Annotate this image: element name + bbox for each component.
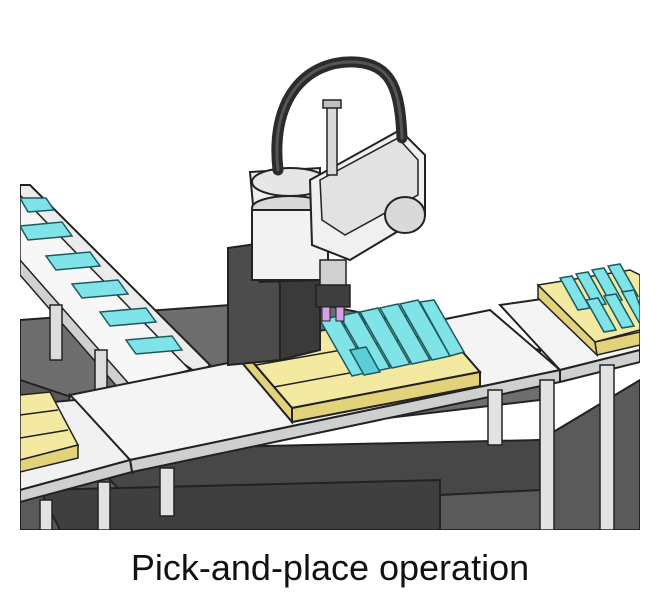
tray-icon [20,391,80,473]
left-inclined-conveyor [20,184,212,391]
right-conveyor [497,263,640,530]
scara-robot-icon [227,56,426,367]
left-conveyor-stub [20,391,134,530]
pick-and-place-illustration [20,56,640,530]
part-icon [318,299,466,377]
part-icon [20,197,184,355]
part-icon [558,263,640,333]
caption: Pick-and-place operation [130,547,530,588]
